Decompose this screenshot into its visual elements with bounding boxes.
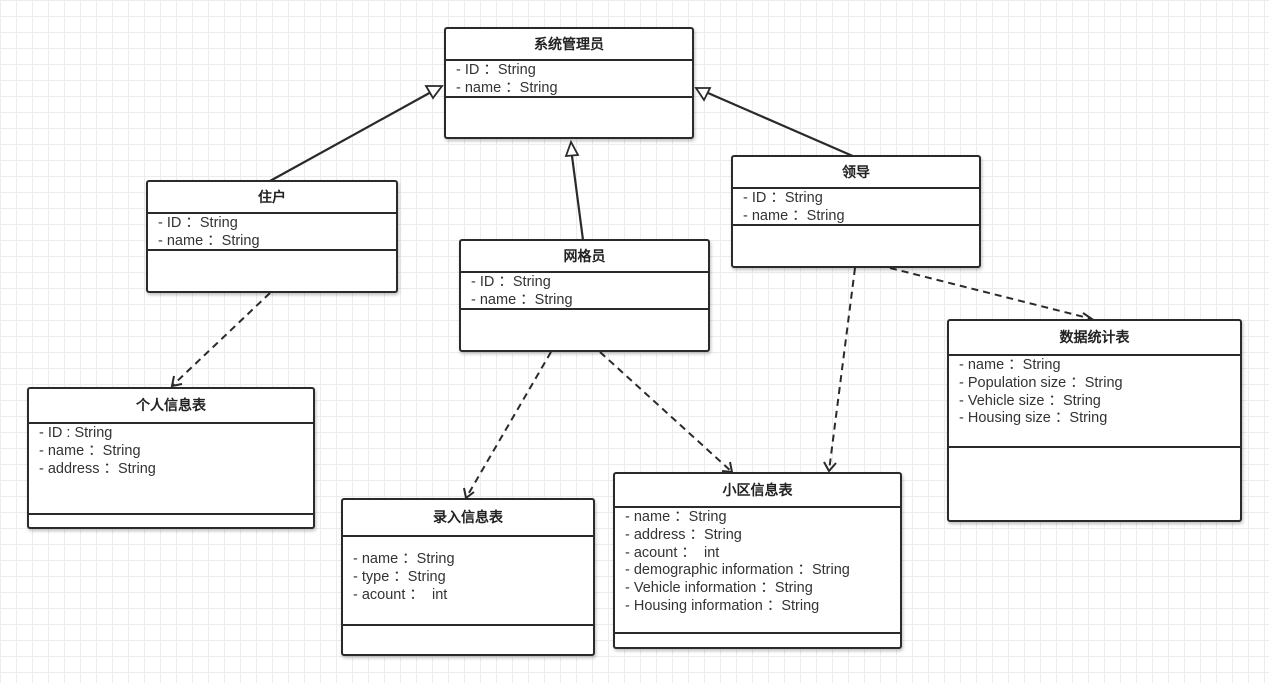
generalization-arrowhead [694, 87, 712, 102]
class-entry-name: 录入信息表 [343, 500, 593, 537]
class-entry-attributes: - name ：String - type ：String - acount ：… [343, 537, 593, 626]
attribute: - type ：String [353, 568, 446, 585]
class-grid-attributes: - ID ：String - name ：String [461, 273, 708, 310]
attribute: - ID ：String [158, 215, 238, 231]
class-personal-operations [29, 515, 313, 527]
attribute: - demographic information ：String [625, 562, 850, 579]
edge-resident-personal[interactable] [171, 292, 271, 387]
generalization-arrowhead [424, 85, 444, 100]
attribute: - name ：String [471, 291, 573, 308]
class-resident-name: 住户 [148, 182, 396, 214]
attribute: - Housing information ：String [625, 597, 820, 614]
class-personal-name: 个人信息表 [29, 389, 313, 424]
edge-leader-community[interactable] [828, 267, 856, 472]
attribute: - ID ：String [471, 274, 551, 290]
attribute: - ID ：String [743, 190, 823, 206]
attribute: - acount ： int [625, 544, 720, 561]
class-community[interactable]: 小区信息表 - name ：String - address ：String -… [613, 472, 902, 649]
attribute: - Population size ：String [959, 374, 1123, 391]
class-grid-operations [461, 310, 708, 350]
attribute: - address ：String [625, 526, 742, 543]
class-leader-attributes: - ID ：String - name ：String [733, 189, 979, 226]
attribute: - name ：String [625, 509, 727, 525]
class-personal-attributes: - ID : String - name ：String - address ：… [29, 424, 313, 515]
attribute: - name ：String [353, 551, 455, 567]
class-stats-name: 数据统计表 [949, 321, 1240, 356]
generalization-arrowhead [564, 139, 580, 158]
edge-leader-admin[interactable] [707, 91, 856, 159]
class-community-name: 小区信息表 [615, 474, 900, 508]
class-personal[interactable]: 个人信息表 - ID : String - name ：String - add… [27, 387, 315, 529]
dependency-arrowhead [463, 487, 475, 500]
class-leader-name: 领导 [733, 157, 979, 189]
class-community-attributes: - name ：String - address ：String - acoun… [615, 508, 900, 634]
class-stats[interactable]: 数据统计表 - name ：String - Population size ：… [947, 319, 1242, 522]
attribute: - address ：String [39, 460, 156, 477]
class-leader-operations [733, 226, 979, 266]
edge-grid-community[interactable] [599, 351, 733, 473]
edge-resident-admin[interactable] [269, 90, 434, 182]
class-resident-operations [148, 251, 396, 291]
class-resident-attributes: - ID ：String - name ：String [148, 214, 396, 251]
attribute: - Housing size ：String [959, 410, 1108, 427]
attribute: - ID : String [39, 425, 113, 441]
class-admin-attributes: - ID ：String - name ：String [446, 61, 692, 98]
dependency-arrowhead [170, 375, 183, 388]
attribute: - Vehicle information ：String [625, 580, 813, 597]
edge-grid-entry[interactable] [465, 351, 552, 499]
class-leader[interactable]: 领导 - ID ：String - name ：String [731, 155, 981, 268]
class-admin[interactable]: 系统管理员 - ID ：String - name ：String [444, 27, 694, 139]
class-resident[interactable]: 住户 - ID ：String - name ：String [146, 180, 398, 293]
attribute: - name ：String [158, 232, 260, 249]
class-admin-name: 系统管理员 [446, 29, 692, 61]
class-stats-operations [949, 448, 1240, 520]
class-grid[interactable]: 网格员 - ID ：String - name ：String [459, 239, 710, 352]
attribute: - name ：String [456, 79, 558, 96]
attribute: - name ：String [39, 442, 141, 459]
class-entry-operations [343, 626, 593, 654]
class-stats-attributes: - name ：String - Population size ：String… [949, 356, 1240, 448]
class-entry[interactable]: 录入信息表 - name ：String - type ：String - ac… [341, 498, 595, 656]
attribute: - name ：String [743, 207, 845, 224]
attribute: - name ：String [959, 357, 1061, 373]
edge-leader-stats[interactable] [889, 267, 1093, 320]
class-admin-operations [446, 98, 692, 137]
attribute: - acount ： int [353, 586, 448, 603]
dependency-arrowhead [823, 461, 837, 473]
attribute: - ID ：String [456, 62, 536, 78]
class-grid-name: 网格员 [461, 241, 708, 273]
class-community-operations [615, 634, 900, 647]
attribute: - Vehicle size ：String [959, 392, 1101, 409]
edge-grid-admin[interactable] [570, 155, 585, 241]
